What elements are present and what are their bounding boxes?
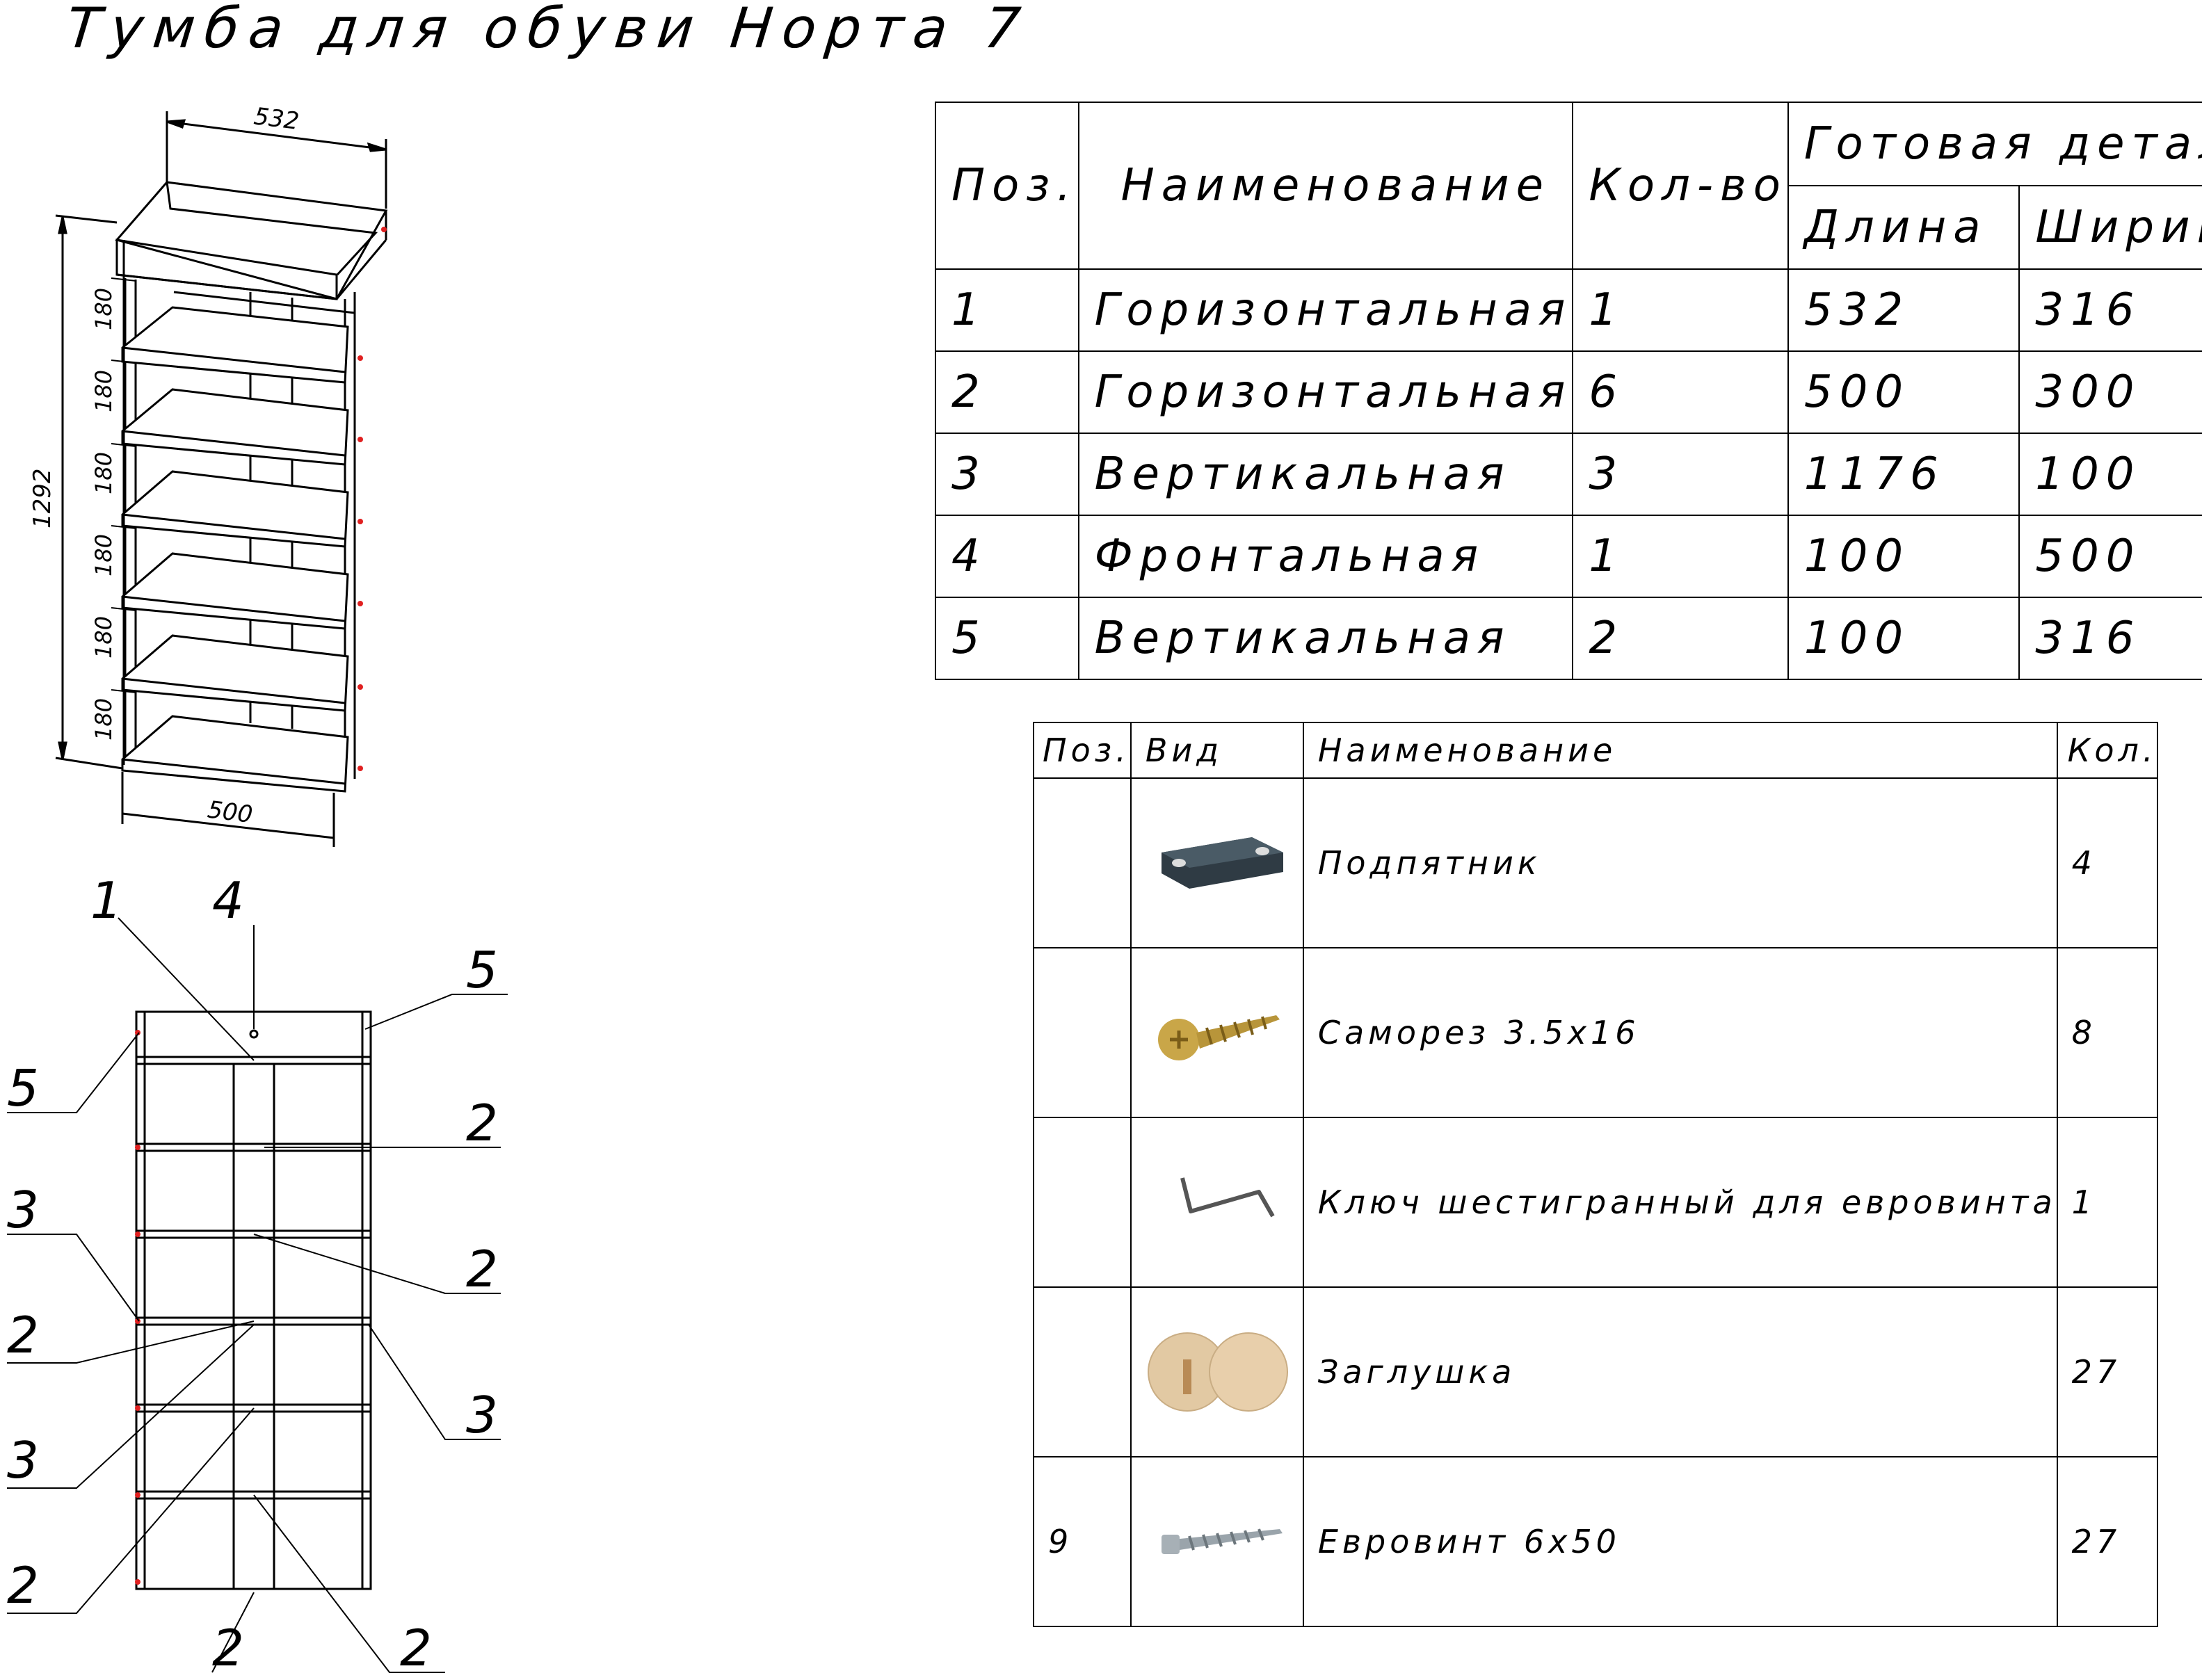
fit-pos [1033, 1286, 1132, 1457]
fit-qty: 1 [2056, 1117, 2159, 1288]
cap-plug-icon [1130, 1286, 1304, 1457]
dim-shelf-1: 180 [90, 288, 117, 330]
cell-qty: 6 [1572, 350, 1789, 434]
cell-name: Вертикальная [1077, 597, 1574, 680]
cell-name: Вертикальная [1077, 433, 1574, 516]
cell-length: 1176 [1787, 433, 2020, 516]
callout-4: 4 [212, 871, 244, 930]
callout-2-left: 2 [7, 1306, 39, 1364]
fit-header-name: Наименование [1302, 722, 2058, 779]
dim-shelf-2: 180 [90, 370, 117, 412]
fit-pos [1033, 777, 1132, 948]
wood-screw-icon [1130, 947, 1304, 1118]
fit-qty: 27 [2056, 1286, 2159, 1457]
fit-header-qty: Кол. [2056, 722, 2159, 779]
cell-qty: 3 [1572, 433, 1789, 516]
cell-width: 316 [2018, 597, 2202, 680]
fit-qty: 4 [2056, 777, 2159, 948]
fit-name: Заглушка [1302, 1286, 2058, 1457]
header-finished: Готовая деталь [1787, 102, 2202, 186]
callout-2-left-2: 2 [7, 1556, 39, 1615]
fit-header-view: Вид [1130, 722, 1304, 779]
list-item: Ключ шестигранный для евровинта 1 [1033, 1117, 2159, 1288]
cell-length: 500 [1787, 350, 2020, 434]
fit-pos [1033, 1117, 1132, 1288]
cell-pos: 2 [935, 350, 1079, 434]
cell-width: 316 [2018, 268, 2202, 352]
table-row: 1 Горизонтальная 1 532 316 [935, 268, 2202, 352]
table-row: 4 Фронтальная 1 100 500 [935, 515, 2202, 598]
cell-width: 500 [2018, 515, 2202, 598]
cell-qty: 1 [1572, 268, 1789, 352]
parts-table: Поз. Наименование Кол-во Готовая деталь … [935, 102, 2202, 680]
table-row: 2 Горизонтальная 6 500 300 [935, 350, 2202, 434]
callout-3-left-2: 3 [7, 1431, 39, 1489]
header-name: Наименование [1077, 102, 1574, 270]
cell-name: Горизонтальная [1077, 350, 1574, 434]
fit-header-pos: Поз. [1033, 722, 1132, 779]
table-row: 5 Вертикальная 2 100 316 [935, 597, 2202, 680]
callout-2-bottom-1: 2 [212, 1619, 244, 1677]
cell-width: 100 [2018, 433, 2202, 516]
header-pos: Поз. [935, 102, 1079, 270]
callout-5-right: 5 [466, 941, 498, 999]
hex-key-icon [1130, 1117, 1304, 1288]
cell-pos: 3 [935, 433, 1079, 516]
callout-3-right: 3 [466, 1386, 498, 1444]
fit-qty: 8 [2056, 947, 2159, 1118]
cell-length: 532 [1787, 268, 2020, 352]
euro-screw-icon [1130, 1456, 1304, 1627]
table-row: 3 Вертикальная 3 1176 100 [935, 433, 2202, 516]
cell-qty: 2 [1572, 597, 1789, 680]
header-length: Длина [1787, 185, 2020, 270]
shelves [121, 306, 349, 793]
cell-qty: 1 [1572, 515, 1789, 598]
dim-shelf-4: 180 [90, 534, 117, 576]
cell-length: 100 [1787, 597, 2020, 680]
list-item: Подпятник 4 [1033, 777, 2159, 948]
fit-pos: 9 [1033, 1456, 1132, 1627]
list-item: 9 Евровинт 6х50 27 [1033, 1456, 2159, 1627]
fit-name: Евровинт 6х50 [1302, 1456, 2058, 1627]
dim-shelf-5: 180 [90, 616, 117, 659]
fittings-table: Поз. Вид Наименование Кол. Подпятник 4 [1033, 722, 2159, 1627]
list-item: Заглушка 27 [1033, 1286, 2159, 1457]
callout-2-right-2: 2 [466, 1240, 498, 1298]
header-qty: Кол-во [1572, 102, 1789, 270]
callout-2-right-1: 2 [466, 1094, 498, 1152]
cell-width: 300 [2018, 350, 2202, 434]
foot-pad-icon [1130, 777, 1304, 948]
cell-name: Фронтальная [1077, 515, 1574, 598]
fit-pos [1033, 947, 1132, 1118]
fit-name: Ключ шестигранный для евровинта [1302, 1117, 2058, 1288]
cell-pos: 4 [935, 515, 1079, 598]
furniture-drawing: 532 500 1292 180 180 180 180 180 180 [7, 102, 508, 1677]
dim-shelf-3: 180 [90, 452, 117, 494]
cell-pos: 1 [935, 268, 1079, 352]
callout-1: 1 [90, 871, 122, 930]
fit-qty: 27 [2056, 1456, 2159, 1627]
fit-name: Саморез 3.5х16 [1302, 947, 2058, 1118]
isometric-view [55, 111, 388, 847]
dim-width-top: 532 [252, 102, 300, 136]
callout-3-left: 3 [7, 1181, 39, 1239]
cell-length: 100 [1787, 515, 2020, 598]
callout-2-bottom-2: 2 [400, 1619, 432, 1677]
header-width: Ширина [2018, 185, 2202, 270]
callout-5-left: 5 [7, 1059, 39, 1117]
list-item: Саморез 3.5х16 8 [1033, 947, 2159, 1118]
front-view [135, 1010, 372, 1590]
cell-name: Горизонтальная [1077, 268, 1574, 352]
fit-name: Подпятник [1302, 777, 2058, 948]
dim-height: 1292 [29, 468, 56, 528]
cell-pos: 5 [935, 597, 1079, 680]
dim-width-bottom: 500 [206, 795, 254, 829]
dim-shelf-6: 180 [90, 698, 117, 741]
